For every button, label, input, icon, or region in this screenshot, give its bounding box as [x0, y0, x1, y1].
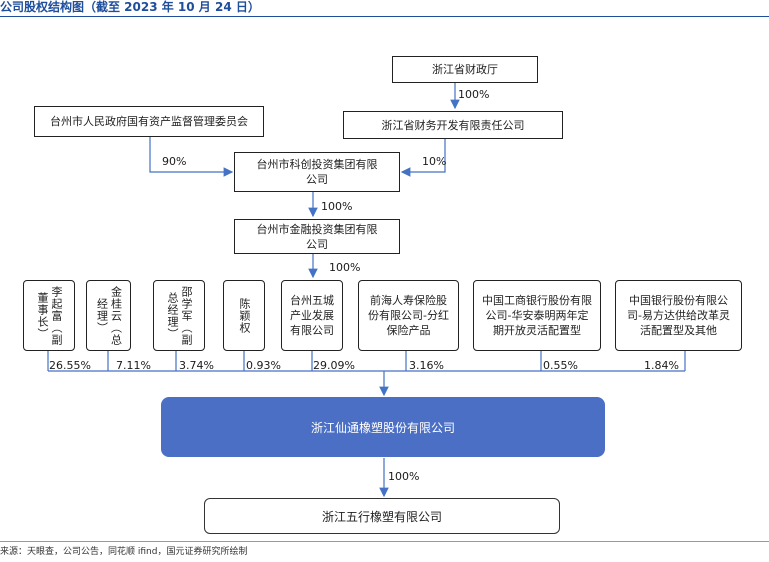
source-note: 来源：天眼查，公司公告，同花顺 ifind，国元证券研究所绘制	[0, 547, 248, 557]
title-rule	[0, 16, 769, 17]
node-taizhou-wucheng: 台州五城产业发展有限公司	[281, 280, 343, 351]
pct-qianhai-life: 3.16%	[409, 359, 444, 372]
pct-li-qifu: 26.55%	[49, 359, 91, 372]
node-icbc-huaan: 中国工商银行股份有限公司-华安泰明两年定期开放灵活配置型	[473, 280, 601, 351]
pct-kechuang-to-jinrong: 100%	[321, 200, 353, 213]
pct-shao-xuejun: 3.74%	[179, 359, 214, 372]
pct-boc-yifangda: 1.84%	[644, 359, 679, 372]
pct-xiantong-to-wuxing: 100%	[388, 470, 420, 483]
pct-finance-dept-to-dev: 100%	[458, 88, 490, 101]
pct-taizhou-wucheng: 29.09%	[313, 359, 355, 372]
pct-icbc-huaan: 0.55%	[543, 359, 578, 372]
pct-sasac-to-kechuang: 90%	[162, 155, 187, 168]
node-wuxing: 浙江五行橡塑有限公司	[204, 498, 560, 534]
node-jin-guiyun: 金桂云（总经理）	[86, 280, 131, 351]
pct-dev-to-kechuang: 10%	[422, 155, 447, 168]
node-chen-yingquan: 陈颖权	[223, 280, 265, 351]
node-xiantong: 浙江仙通橡塑股份有限公司	[161, 397, 605, 457]
bottom-rule	[0, 541, 769, 542]
node-boc-yifangda: 中国银行股份有限公司-易方达供给改革灵活配置型及其他	[615, 280, 742, 351]
pct-chen-yingquan: 0.93%	[246, 359, 281, 372]
node-li-qifu: 李起富（副董事长）	[23, 280, 75, 351]
pct-jin-guiyun: 7.11%	[116, 359, 151, 372]
node-taizhou-jinrong: 台州市金融投资集团有限公司	[234, 219, 400, 254]
node-taizhou-kechuang: 台州市科创投资集团有限公司	[234, 152, 400, 192]
node-taizhou-sasac: 台州市人民政府国有资产监督管理委员会	[34, 106, 264, 137]
node-qianhai-life: 前海人寿保险股份有限公司-分红保险产品	[358, 280, 459, 351]
node-zj-finance-dev: 浙江省财务开发有限责任公司	[343, 111, 563, 139]
node-zj-finance-dept: 浙江省财政厅	[392, 56, 538, 83]
chart-title: 公司股权结构图（截至 2023 年 10 月 24 日）	[0, 0, 260, 14]
pct-jinrong-to-wucheng: 100%	[329, 261, 361, 274]
node-shao-xuejun: 邵学军（副总经理）	[153, 280, 205, 351]
